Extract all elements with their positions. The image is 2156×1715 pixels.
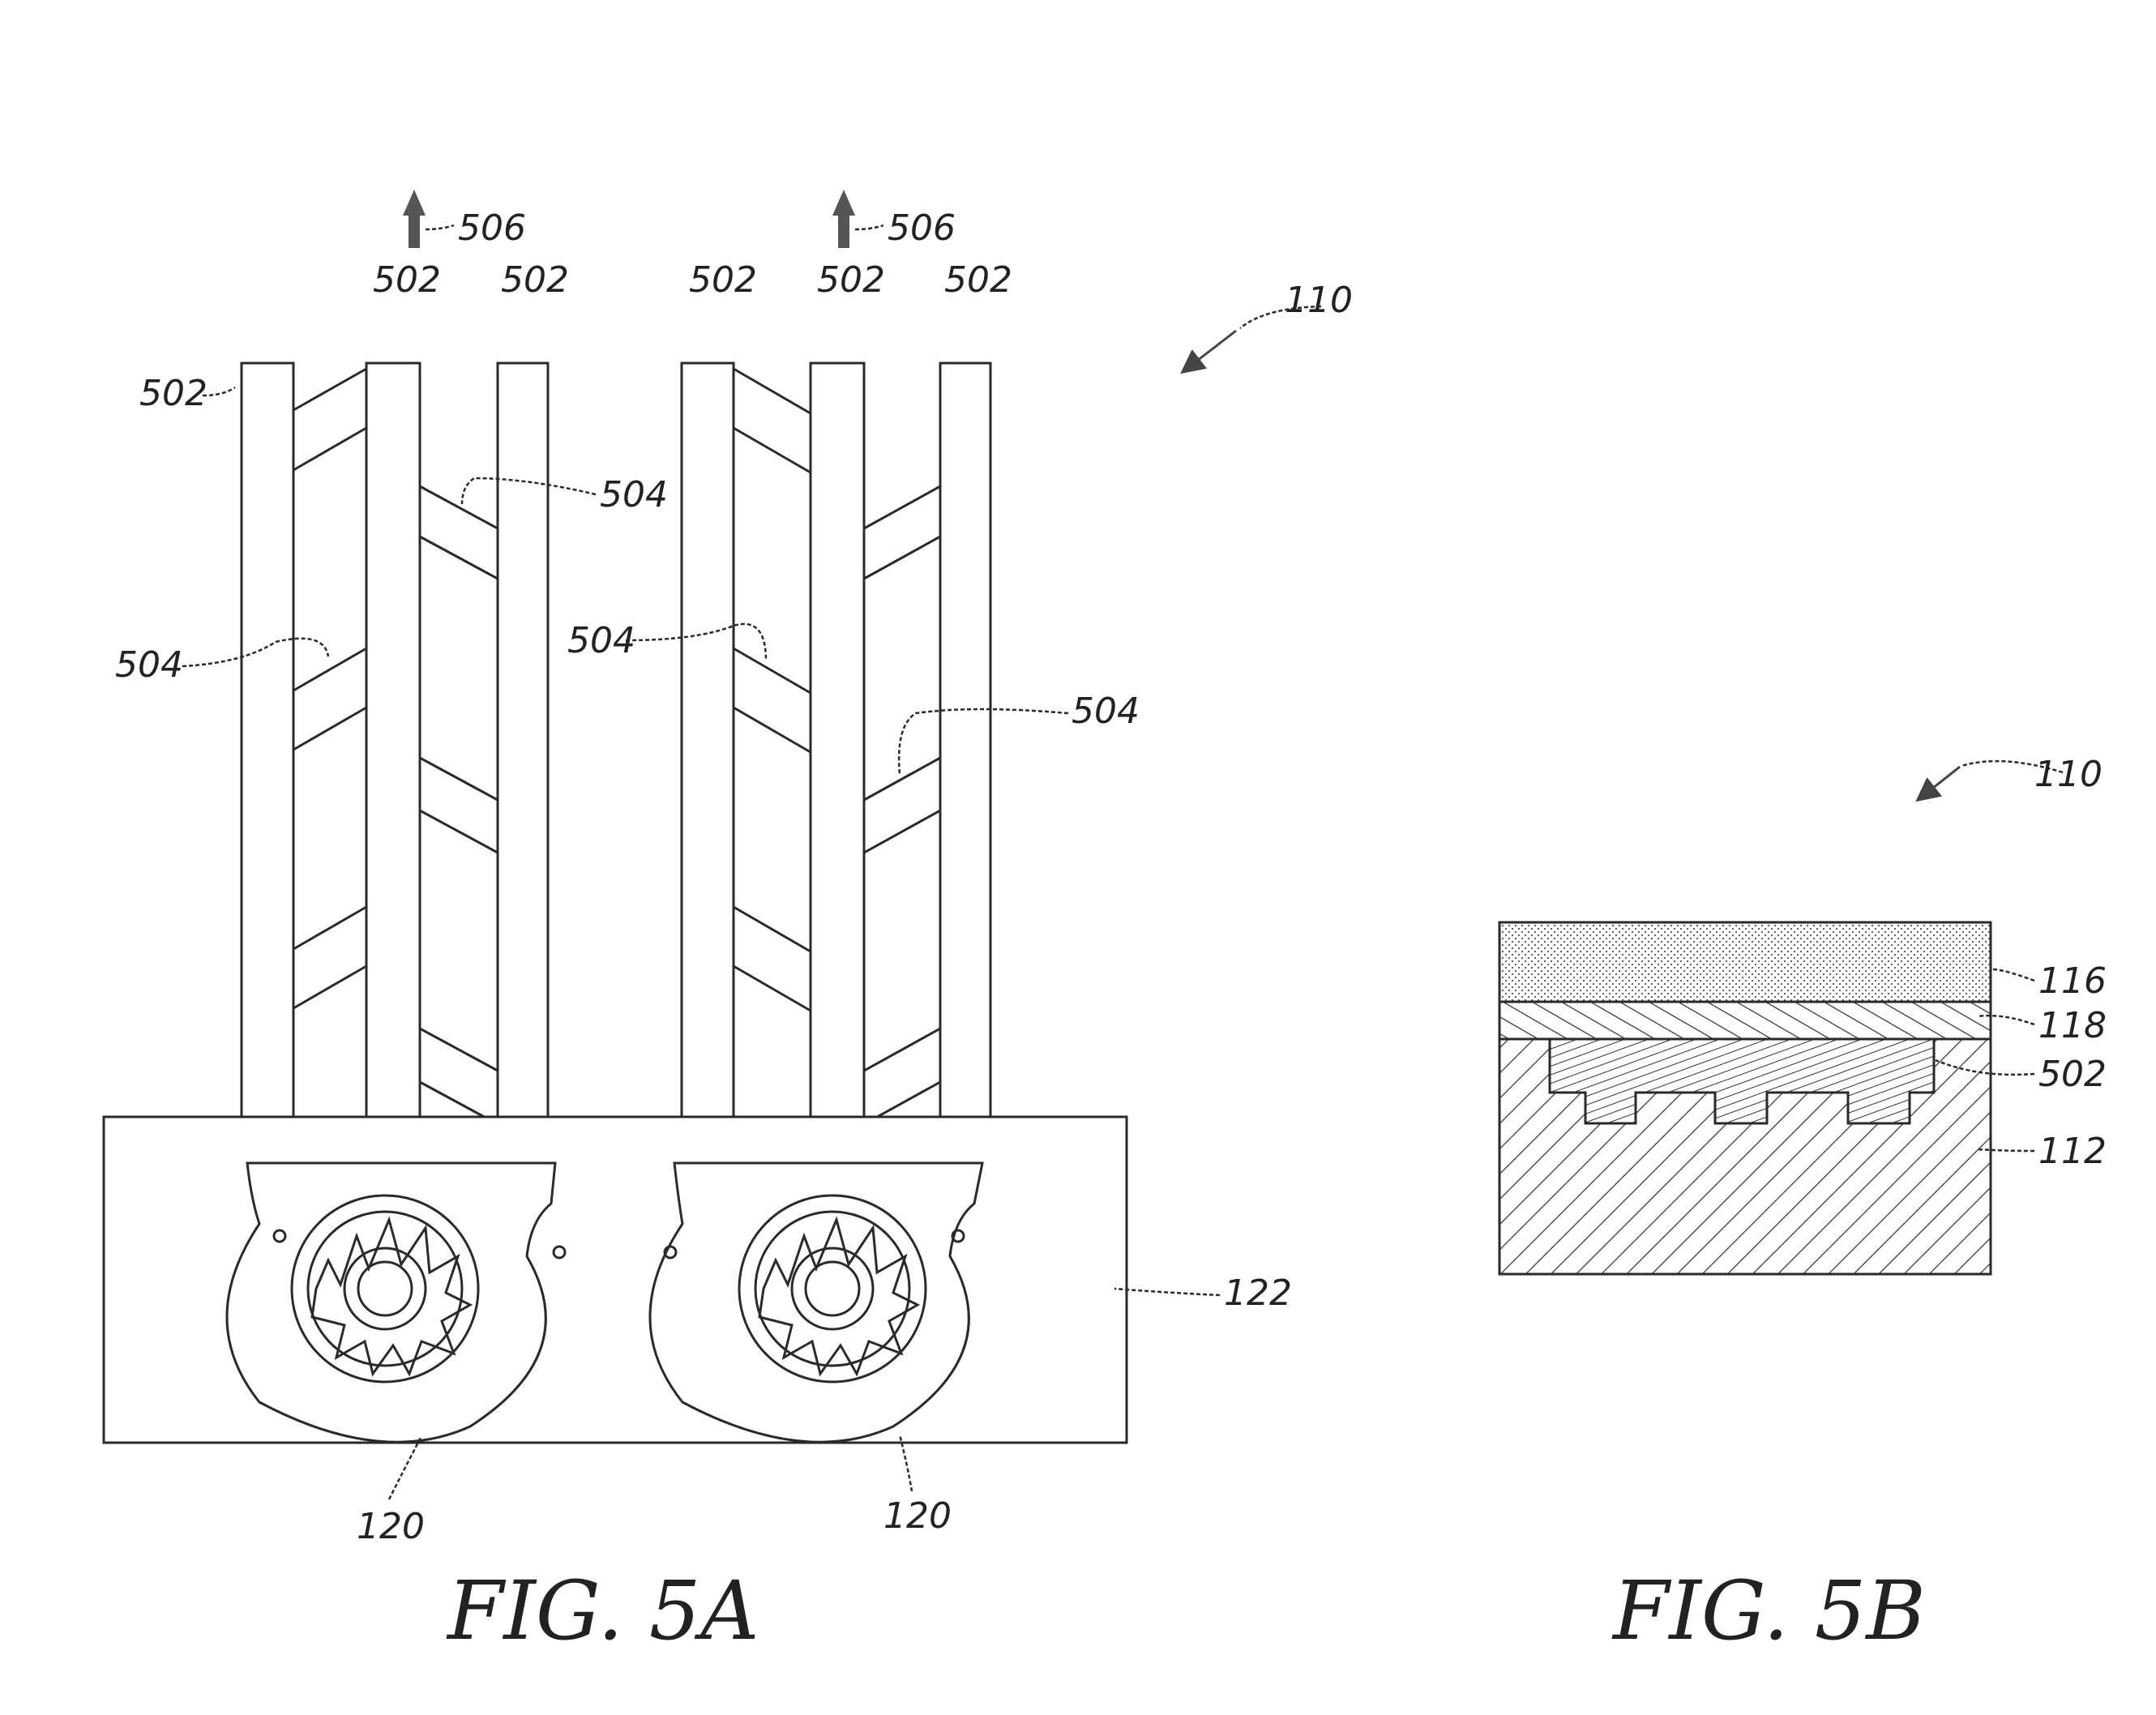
blower-ref-label: 120 <box>357 1506 425 1547</box>
manifold-ref-label: 122 <box>1224 1272 1292 1314</box>
fin-ref-label: 504 <box>600 474 668 515</box>
airflow-ref-label: 506 <box>888 207 956 249</box>
layer-502 <box>1548 1037 1936 1125</box>
heat-pipe <box>680 361 735 1122</box>
heat-pipe <box>496 361 550 1122</box>
heat-pipes-502 <box>240 361 992 1122</box>
heat-pipe-ref-label: 502 <box>817 259 885 301</box>
layer-118 <box>1498 1000 1992 1041</box>
layer-ref-label: 116 <box>2038 960 2107 1002</box>
manifold-122 <box>102 1115 1128 1444</box>
blower-fan-icon <box>648 1161 984 1443</box>
assembly-ref-label: 110 <box>1285 280 1353 321</box>
airflow-ref-label: 506 <box>458 207 526 249</box>
heat-pipe <box>240 361 295 1122</box>
fig5a: 110 506 506 502 502 502 502 502 502 504 … <box>102 190 1353 1658</box>
layer-116 <box>1498 921 1992 1003</box>
up-arrow-icon <box>832 190 855 248</box>
blower-fan-icon <box>225 1161 567 1443</box>
figure-caption: FIG. 5A <box>446 1563 759 1658</box>
fin-ref-label: 504 <box>115 644 183 686</box>
heat-pipe <box>809 361 866 1122</box>
layer-ref-label: 118 <box>2038 1005 2107 1046</box>
heat-pipe-ref-label: 502 <box>689 259 757 301</box>
heat-pipe-ref-label: 502 <box>139 373 207 414</box>
up-arrow-icon <box>403 190 426 248</box>
fig5b: 110 116 118 502 112 FIG. 5B <box>1498 754 2107 1658</box>
heat-pipe-ref-label: 502 <box>373 259 441 301</box>
fins-504 <box>293 367 941 1126</box>
heat-pipe <box>365 361 421 1122</box>
layer-ref-label: 112 <box>2038 1131 2107 1172</box>
fin-ref-label: 504 <box>567 620 635 661</box>
heat-pipe-ref-label: 502 <box>944 259 1012 301</box>
blower-ref-label: 120 <box>883 1495 952 1537</box>
fin-ref-label: 504 <box>1072 691 1140 732</box>
heat-pipe <box>939 361 992 1122</box>
layer-ref-label: 502 <box>2038 1054 2107 1095</box>
heat-pipe-ref-label: 502 <box>501 259 569 301</box>
assembly-ref-label: 110 <box>2034 754 2103 795</box>
figure-caption: FIG. 5B <box>1611 1563 1926 1658</box>
